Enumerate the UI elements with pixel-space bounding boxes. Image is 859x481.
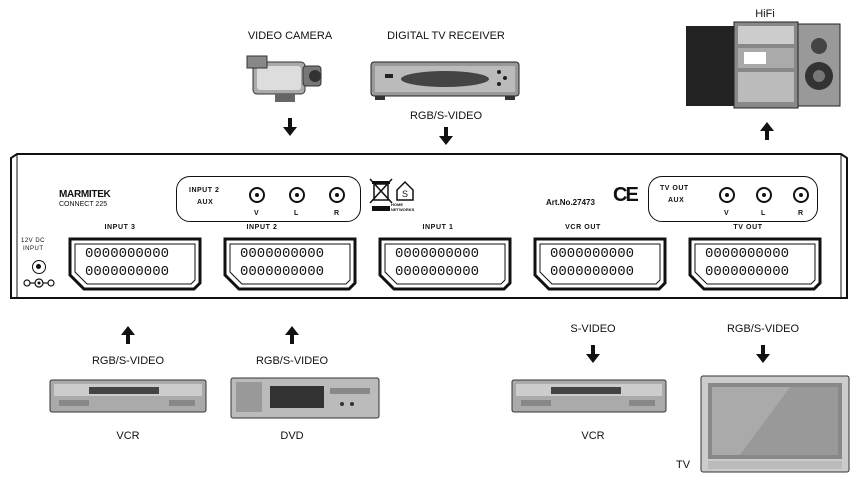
home-networks-icon: S bbox=[396, 180, 414, 201]
input2-video-jack[interactable] bbox=[249, 187, 265, 203]
input2-jack-label-r: R bbox=[334, 210, 340, 217]
vcr-in-image bbox=[49, 378, 207, 414]
vcr-out-image bbox=[511, 378, 667, 414]
scart-label: VCR OUT bbox=[565, 224, 601, 231]
vcr-out-arrow-down bbox=[586, 345, 600, 363]
digital-tv-receiver-label: DIGITAL TV RECEIVER bbox=[387, 30, 505, 42]
scart-connector[interactable]: 0000000000 0000000000 bbox=[222, 236, 358, 292]
video-camera-label: VIDEO CAMERA bbox=[247, 30, 333, 42]
tv-image bbox=[700, 375, 850, 475]
switch-back-panel: MARMITEK CONNECT 225 INPUT 2 AUX V L R S… bbox=[9, 152, 849, 300]
svg-text:S: S bbox=[402, 189, 408, 199]
weee-and-home-networks-icons: S HOME NETWORKS bbox=[369, 178, 417, 214]
tv-out-aux-sub: AUX bbox=[668, 197, 685, 204]
scart-pin-row: 0000000000 bbox=[85, 246, 170, 262]
scart-pin-row: 0000000000 bbox=[395, 264, 480, 280]
digital-tv-receiver-image bbox=[369, 58, 521, 102]
brand-logo: MARMITEK bbox=[59, 189, 111, 200]
hifi-label: HiFi bbox=[755, 8, 775, 20]
crossed-bin-icon bbox=[369, 178, 393, 211]
input2-right-audio-jack[interactable] bbox=[329, 187, 345, 203]
power-label-input: INPUT bbox=[23, 246, 44, 252]
tv-out-video-jack[interactable] bbox=[719, 187, 735, 203]
input2-aux-group: INPUT 2 AUX V L R bbox=[176, 176, 361, 222]
polarity-icon bbox=[23, 278, 55, 288]
scart-pin-row: 0000000000 bbox=[705, 246, 790, 262]
vcr-out-signal-label: S-VIDEO bbox=[570, 323, 616, 335]
scart-pin-row: 0000000000 bbox=[395, 246, 480, 262]
article-number: Art.No.27473 bbox=[546, 198, 595, 207]
dvd-signal-label: RGB/S-VIDEO bbox=[255, 355, 329, 367]
tv-out-jack-label-v: V bbox=[724, 210, 730, 217]
vcr-in-arrow-up bbox=[121, 326, 135, 344]
home-networks-text: HOME NETWORKS bbox=[391, 202, 415, 212]
dvd-arrow-up bbox=[285, 326, 299, 344]
receiver-signal-label: RGB/S-VIDEO bbox=[409, 110, 483, 122]
dvd-image bbox=[230, 376, 380, 420]
dvd-name: DVD bbox=[280, 430, 304, 442]
scart-pin-row: 0000000000 bbox=[85, 264, 170, 280]
tv-out-left-audio-jack[interactable] bbox=[756, 187, 772, 203]
video-camera-image bbox=[245, 50, 327, 104]
tv-out-right-audio-jack[interactable] bbox=[793, 187, 809, 203]
scart-label: INPUT 3 bbox=[104, 224, 136, 231]
input2-aux-title: INPUT 2 bbox=[189, 187, 220, 194]
scart-connector[interactable]: 0000000000 0000000000 bbox=[67, 236, 203, 292]
tv-signal-label: RGB/S-VIDEO bbox=[726, 323, 800, 335]
tv-name: TV bbox=[676, 459, 691, 471]
scart-connector[interactable]: 0000000000 0000000000 bbox=[532, 236, 668, 292]
vcr-out-name: VCR bbox=[581, 430, 605, 442]
scart-pin-row: 0000000000 bbox=[240, 246, 325, 262]
scart-label: TV OUT bbox=[733, 224, 763, 231]
scart-pin-row: 0000000000 bbox=[240, 264, 325, 280]
scart-pin-row: 0000000000 bbox=[550, 264, 635, 280]
power-label-12v: 12V DC bbox=[21, 238, 46, 244]
tv-out-aux-title: TV OUT bbox=[660, 185, 689, 192]
scart-label: INPUT 1 bbox=[422, 224, 454, 231]
scart-connector[interactable]: 0000000000 0000000000 bbox=[687, 236, 823, 292]
receiver-arrow-down bbox=[439, 127, 453, 145]
input2-jack-label-l: L bbox=[294, 210, 299, 217]
tv-out-jack-label-l: L bbox=[761, 210, 766, 217]
vcr-in-signal-label: RGB/S-VIDEO bbox=[91, 355, 165, 367]
tv-out-jack-label-r: R bbox=[798, 210, 804, 217]
input2-aux-sub: AUX bbox=[197, 199, 214, 206]
scart-pin-row: 0000000000 bbox=[705, 264, 790, 280]
tv-arrow-down bbox=[756, 345, 770, 363]
scart-pin-row: 0000000000 bbox=[550, 246, 635, 262]
vcr-in-name: VCR bbox=[116, 430, 140, 442]
hifi-arrow-up bbox=[760, 122, 774, 140]
tv-out-aux-group: TV OUT AUX V L R bbox=[648, 176, 818, 222]
input2-jack-label-v: V bbox=[254, 210, 260, 217]
input2-left-audio-jack[interactable] bbox=[289, 187, 305, 203]
ce-mark: CE bbox=[613, 184, 639, 206]
hifi-image bbox=[684, 20, 844, 110]
scart-connector[interactable]: 0000000000 0000000000 bbox=[377, 236, 513, 292]
video-camera-arrow-down bbox=[283, 118, 297, 136]
scart-label: INPUT 2 bbox=[246, 224, 278, 231]
model-name: CONNECT 225 bbox=[59, 201, 108, 208]
dc-power-jack[interactable] bbox=[32, 260, 46, 274]
